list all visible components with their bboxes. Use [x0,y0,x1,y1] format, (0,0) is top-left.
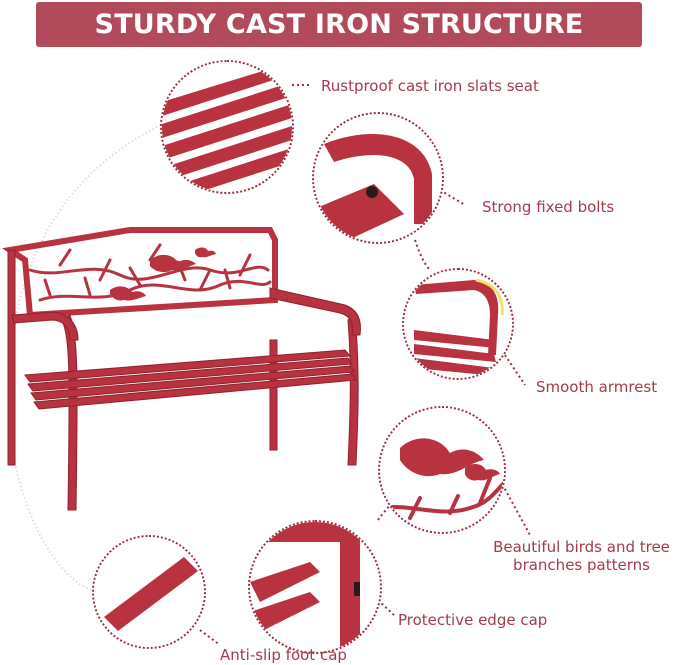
armrest-detail-image [404,270,512,378]
feature-label-foot-cap: Anti-slip foot cap [220,646,347,664]
edge-cap-detail-image [250,522,380,652]
detail-circle-bolts [312,112,444,244]
bench-seat-slat [33,373,357,410]
connector-arc-armrest [414,239,431,271]
slats-detail-image [162,62,292,192]
connector-line-2 [439,189,466,206]
bird-shape [110,286,146,301]
bench-armrest-left [11,311,79,341]
detail-circle-edge-cap [248,520,382,654]
connector-line-6 [199,629,221,646]
header-banner: STURDY CAST IRON STRUCTURE [36,2,642,47]
bolts-detail-image [314,114,442,242]
connector-arc-birds [377,494,396,521]
foot-cap-detail-image [94,537,204,647]
feature-label-slats: Rustproof cast iron slats seat [321,77,539,95]
detail-circle-slats [160,60,294,194]
birds-detail-image [380,408,504,532]
feature-label-armrest: Smooth armrest [536,378,658,396]
bench-rear-leg [7,249,16,466]
detail-circle-foot-cap [92,535,206,649]
feature-label-edge-cap: Protective edge cap [398,611,548,629]
detail-circle-armrest [402,268,514,380]
bench-seat-slat [30,365,355,401]
feature-label-bolts: Strong fixed bolts [482,198,615,216]
connector-line-5 [377,599,396,617]
bench-front-leg-right [347,314,359,466]
bench-armrest-right [269,287,361,336]
connector-line-3 [504,354,526,386]
bolt-icon [366,186,378,198]
feature-label-birds-line1: Beautiful birds and tree [493,538,670,556]
connector-line-4 [499,479,531,536]
detail-circle-birds [378,406,506,534]
bench-backrest-frame [2,227,278,319]
bench-illustration [2,227,361,511]
bench-rear-leg-right [269,339,278,451]
feature-label-birds: Beautiful birds and tree branches patter… [484,538,679,574]
background-arc [8,117,176,591]
feature-label-birds-line2: branches patterns [513,556,650,574]
bench-seat-slat [24,349,352,383]
bench-seat-slat [27,357,353,392]
bench-front-leg-left [61,314,78,511]
banner-title: STURDY CAST IRON STRUCTURE [94,9,584,40]
bench-backrest-pattern [28,243,272,302]
edge-cap-icon [354,582,360,596]
bird-shape [150,254,196,273]
bird-shape [195,247,216,258]
